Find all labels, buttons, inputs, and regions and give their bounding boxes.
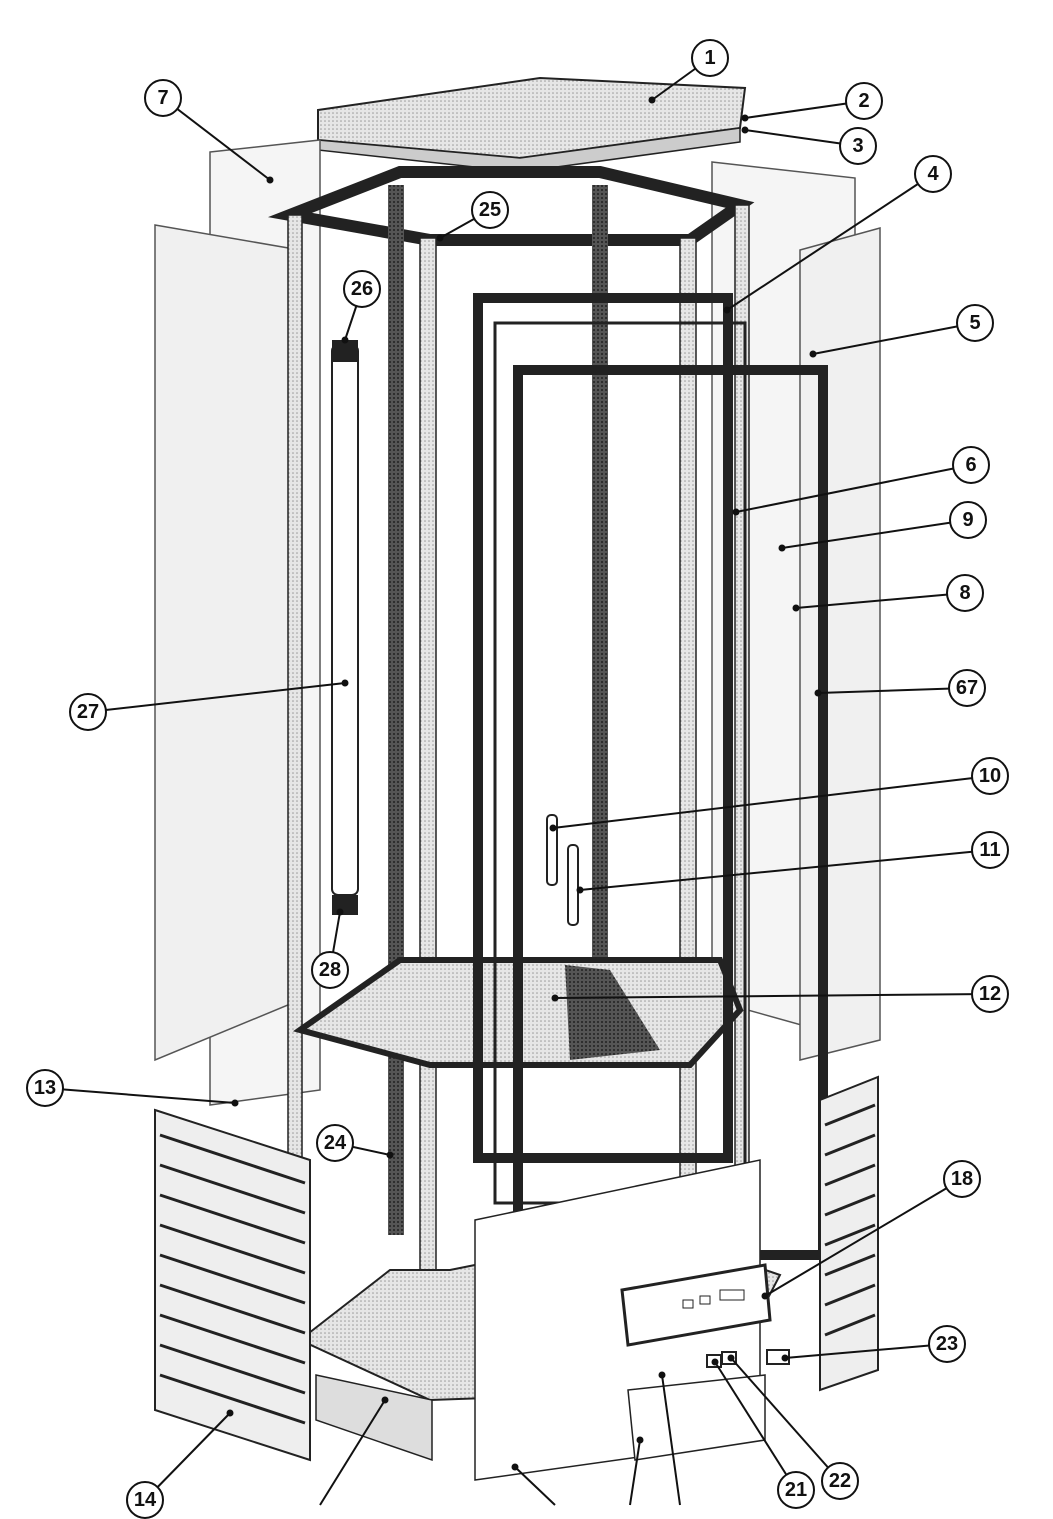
callout-8: 8	[946, 574, 984, 612]
leader-line	[44, 1087, 236, 1104]
callout-21: 21	[777, 1471, 815, 1509]
callout-12: 12	[971, 975, 1009, 1013]
leader-line	[730, 1357, 841, 1482]
leader-line	[319, 1399, 386, 1506]
leader-line	[781, 519, 969, 549]
leader-line	[629, 1439, 641, 1506]
callout-3: 3	[839, 127, 877, 165]
callout-5: 5	[956, 304, 994, 342]
callout-1: 1	[691, 39, 729, 77]
callout-26: 26	[343, 270, 381, 308]
callout-2: 2	[845, 82, 883, 120]
leader-line	[514, 1466, 556, 1506]
leader-line	[162, 97, 271, 181]
callout-27: 27	[69, 693, 107, 731]
callout-13: 13	[26, 1069, 64, 1107]
callout-25: 25	[471, 191, 509, 229]
leader-line	[144, 1412, 231, 1501]
leader-line	[784, 1343, 948, 1359]
leader-line	[812, 322, 976, 355]
leader-line	[552, 775, 991, 829]
callout-14: 14	[126, 1481, 164, 1519]
callout-67: 67	[948, 669, 986, 707]
leader-line	[795, 592, 966, 609]
leader-line	[87, 682, 346, 713]
callout-11: 11	[971, 831, 1009, 869]
callout-24: 24	[316, 1124, 354, 1162]
callout-28: 28	[311, 951, 349, 989]
callout-9: 9	[949, 501, 987, 539]
leader-line	[726, 173, 934, 311]
callout-4: 4	[914, 155, 952, 193]
leader-line	[714, 1361, 797, 1491]
callout-18: 18	[943, 1160, 981, 1198]
leader-line	[579, 849, 991, 891]
callout-22: 22	[821, 1462, 859, 1500]
leader-line	[661, 1374, 681, 1506]
leader-line	[817, 687, 968, 694]
leader-line	[744, 100, 865, 119]
callout-23: 23	[928, 1325, 966, 1363]
leader-line	[764, 1178, 963, 1297]
callout-10: 10	[971, 757, 1009, 795]
leader-line	[554, 993, 991, 999]
leader-line	[735, 464, 972, 513]
callout-6: 6	[952, 446, 990, 484]
callout-7: 7	[144, 79, 182, 117]
